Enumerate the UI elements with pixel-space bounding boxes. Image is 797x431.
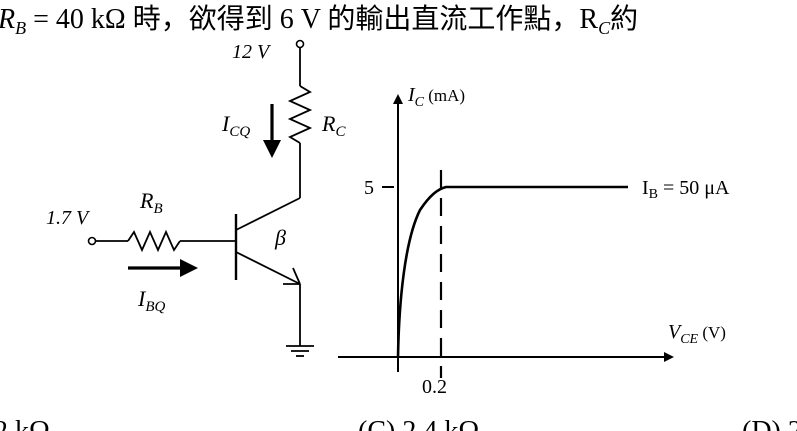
rb-label: RB: [139, 188, 163, 217]
icq-label: ICQ: [221, 111, 250, 140]
icq-arrow-head: [263, 140, 281, 158]
vin-label: 1.7 V: [46, 207, 91, 229]
transistor-circuit: 12 V RC ICQ β 1.7 V RB IBQ: [46, 39, 346, 357]
ib-curve: [396, 185, 628, 358]
rb-resistor: [127, 229, 181, 253]
vcc-label: 12 V: [232, 41, 272, 63]
option-c: (C) 2.4 kΩ: [358, 416, 479, 431]
vin-terminal: [87, 236, 97, 246]
beta-label: β: [274, 225, 286, 250]
curve-label: IB = 50 μA: [642, 177, 730, 202]
rc-label: RC: [321, 111, 346, 140]
option-d: (D) 2: [742, 416, 797, 431]
transistor-emitter-leg: [235, 251, 301, 285]
option-left: 2 kΩ: [0, 416, 50, 431]
ic-vce-graph: IC (mA) VCE (V) 5 0.2 IB = 50 μA: [338, 84, 730, 398]
ibq-arrow-head: [180, 259, 198, 277]
question-top-line: RB = 40 kΩ 時，欲得到 6 V 的輸出直流工作點，RC約: [0, 3, 638, 38]
y-axis-label: IC (mA): [407, 84, 465, 110]
transistor-collector-leg: [235, 197, 301, 231]
emitter-arrow-icon: [283, 267, 301, 285]
ibq-label: IBQ: [137, 286, 165, 315]
x-axis-label: VCE (V): [668, 321, 726, 347]
vcc-terminal: [295, 39, 305, 49]
y-tick-label: 5: [364, 177, 374, 199]
rc-resistor: [287, 85, 313, 144]
x-tick-label: 0.2: [422, 376, 447, 398]
